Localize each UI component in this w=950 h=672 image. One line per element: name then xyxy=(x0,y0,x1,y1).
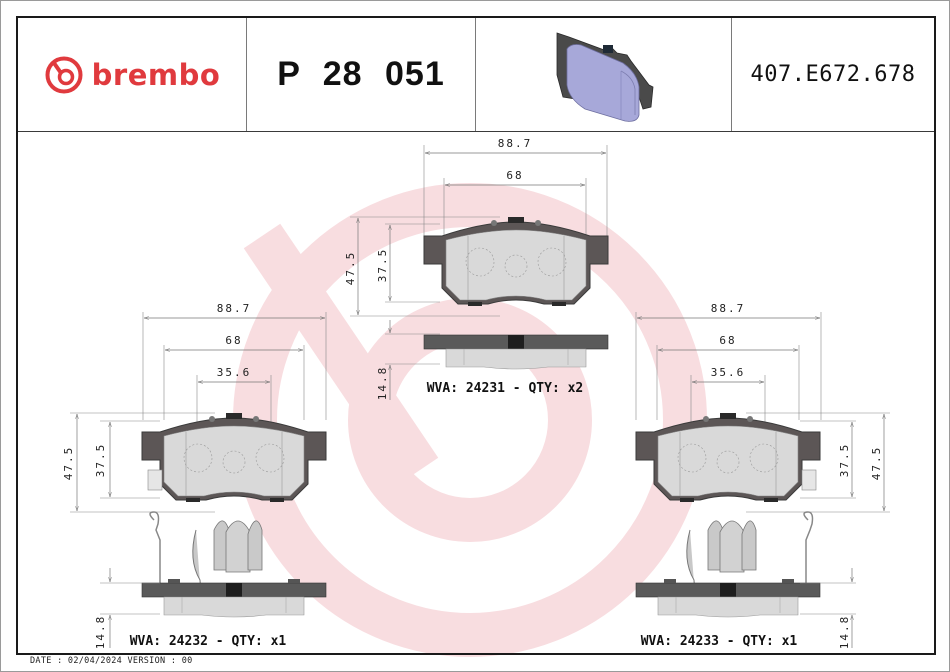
reference-code: 407.E672.678 xyxy=(750,62,916,87)
product-code-cell: P 28 051 xyxy=(247,18,476,131)
brand-name: brembo xyxy=(91,57,221,92)
brake-pad-render-icon xyxy=(556,31,653,122)
title-block-frame: brembo P 28 051 407.E672.678 xyxy=(16,16,936,655)
brand-logo: brembo xyxy=(44,55,221,95)
brembo-logo-icon xyxy=(45,56,83,93)
title-block-header: brembo P 28 051 407.E672.678 xyxy=(18,18,934,132)
brand-cell: brembo xyxy=(18,18,247,131)
product-code: P 28 051 xyxy=(277,55,445,93)
product-image-cell xyxy=(476,18,732,131)
reference-cell: 407.E672.678 xyxy=(732,18,934,131)
footer-date-version: DATE : 02/04/2024 VERSION : 00 xyxy=(30,656,193,666)
